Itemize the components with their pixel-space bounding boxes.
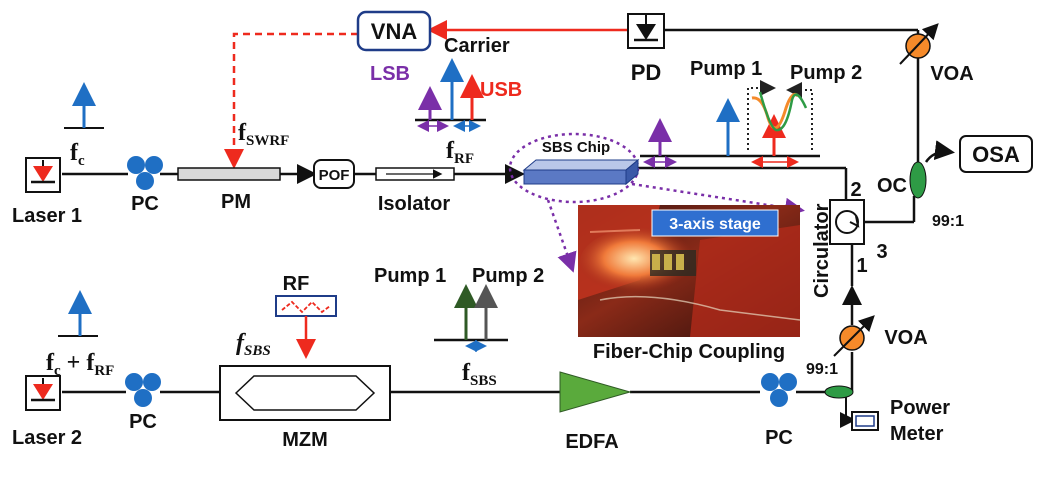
top-fiber-path bbox=[62, 28, 955, 224]
rf-path bbox=[224, 20, 628, 169]
svg-text:fc + fRF: fc + fRF bbox=[46, 350, 114, 379]
coupling-caption: Fiber-Chip Coupling bbox=[593, 341, 785, 363]
pm-label: PM bbox=[221, 191, 251, 213]
laser-1: Laser 1 bbox=[12, 157, 82, 227]
laser2-label: Laser 2 bbox=[12, 427, 82, 449]
polarization-controller-2: PC bbox=[125, 373, 161, 433]
svg-text:fSBS: fSBS bbox=[462, 360, 497, 389]
phase-modulator: PM bbox=[177, 167, 281, 213]
pc2-label: PC bbox=[129, 411, 157, 433]
svg-text:fRF: fRF bbox=[446, 138, 474, 167]
vna-box: VNA bbox=[356, 10, 432, 52]
pof-label: POF bbox=[319, 167, 350, 184]
pd-label: PD bbox=[631, 60, 662, 85]
mzm-modulator: MZM bbox=[219, 365, 391, 451]
f-swrf-label: fSWRF bbox=[238, 120, 289, 149]
pump1-bottom-label: Pump 1 bbox=[374, 265, 446, 287]
optical-coupler-bottom: 99:1 bbox=[806, 361, 854, 399]
pump2-bottom-label: Pump 2 bbox=[472, 265, 544, 287]
port2-label: 2 bbox=[850, 179, 861, 201]
sbs-gain-spectrum: Pump 1 Pump 2 bbox=[640, 58, 862, 168]
pump2-top-label: Pump 2 bbox=[790, 62, 862, 84]
lsb-label: LSB bbox=[370, 63, 410, 85]
polarization-controller-1: PC bbox=[127, 156, 163, 215]
f-rf-label: fRF bbox=[446, 138, 474, 167]
laser2-spectrum: fc + fRF bbox=[46, 290, 114, 379]
sbs-chip-label: SBS Chip bbox=[542, 139, 610, 156]
edfa-amplifier: EDFA bbox=[559, 371, 632, 453]
coupling-photo: 3-axis stage Fiber-Chip Coupling bbox=[578, 205, 801, 363]
svg-text:fc: fc bbox=[70, 140, 85, 169]
laser1-spectrum: fc bbox=[64, 82, 104, 169]
pc3-label: PC bbox=[765, 427, 793, 449]
pump-spectrum: Pump 1 Pump 2 fSBS bbox=[374, 265, 544, 389]
power-meter: Power Meter bbox=[851, 397, 950, 445]
isolator-label: Isolator bbox=[378, 193, 450, 215]
voa-top: VOA bbox=[899, 23, 974, 85]
svg-text:fSWRF: fSWRF bbox=[238, 120, 289, 149]
isolator: Isolator bbox=[375, 167, 455, 215]
port3-label: 3 bbox=[876, 241, 887, 263]
circulator-label: Circulator bbox=[811, 203, 833, 298]
bottom-fiber-path bbox=[62, 244, 862, 428]
osa-box: OSA bbox=[959, 135, 1033, 173]
svg-text:fSBS: fSBS bbox=[236, 330, 271, 359]
sbs-chip: SBS Chip bbox=[508, 132, 640, 204]
edfa-label: EDFA bbox=[565, 431, 618, 453]
optical-coupler-top: OC 99:1 bbox=[877, 161, 964, 230]
modulation-spectrum: Carrier LSB USB bbox=[370, 35, 522, 132]
carrier-label: Carrier bbox=[444, 35, 510, 57]
laser-2: Laser 2 bbox=[12, 375, 82, 449]
stage-label: 3-axis stage bbox=[669, 216, 761, 233]
power-meter-line2: Meter bbox=[890, 423, 944, 445]
mzm-label: MZM bbox=[282, 429, 328, 451]
ratio-bottom-label: 99:1 bbox=[806, 361, 838, 378]
rf-source: RF fSBS bbox=[236, 273, 337, 359]
polarization-controller-3: PC bbox=[761, 373, 797, 449]
port1-label: 1 bbox=[856, 255, 867, 277]
usb-label: USB bbox=[480, 79, 522, 101]
laser1-label: Laser 1 bbox=[12, 205, 82, 227]
voa-bottom: VOA bbox=[833, 315, 928, 357]
photodetector: PD bbox=[627, 13, 665, 85]
vna-label: VNA bbox=[371, 19, 418, 44]
pc1-label: PC bbox=[131, 193, 159, 215]
voa-bottom-label: VOA bbox=[884, 327, 927, 349]
pump1-top-label: Pump 1 bbox=[690, 58, 762, 80]
power-meter-line1: Power bbox=[890, 397, 950, 419]
oc-label: OC bbox=[877, 175, 907, 197]
circulator: Circulator 2 3 1 bbox=[811, 179, 888, 298]
ratio-top-label: 99:1 bbox=[932, 213, 964, 230]
pof-box: POF bbox=[313, 159, 355, 189]
rf-label: RF bbox=[283, 273, 310, 295]
voa-top-label: VOA bbox=[930, 63, 973, 85]
osa-label: OSA bbox=[972, 142, 1020, 167]
